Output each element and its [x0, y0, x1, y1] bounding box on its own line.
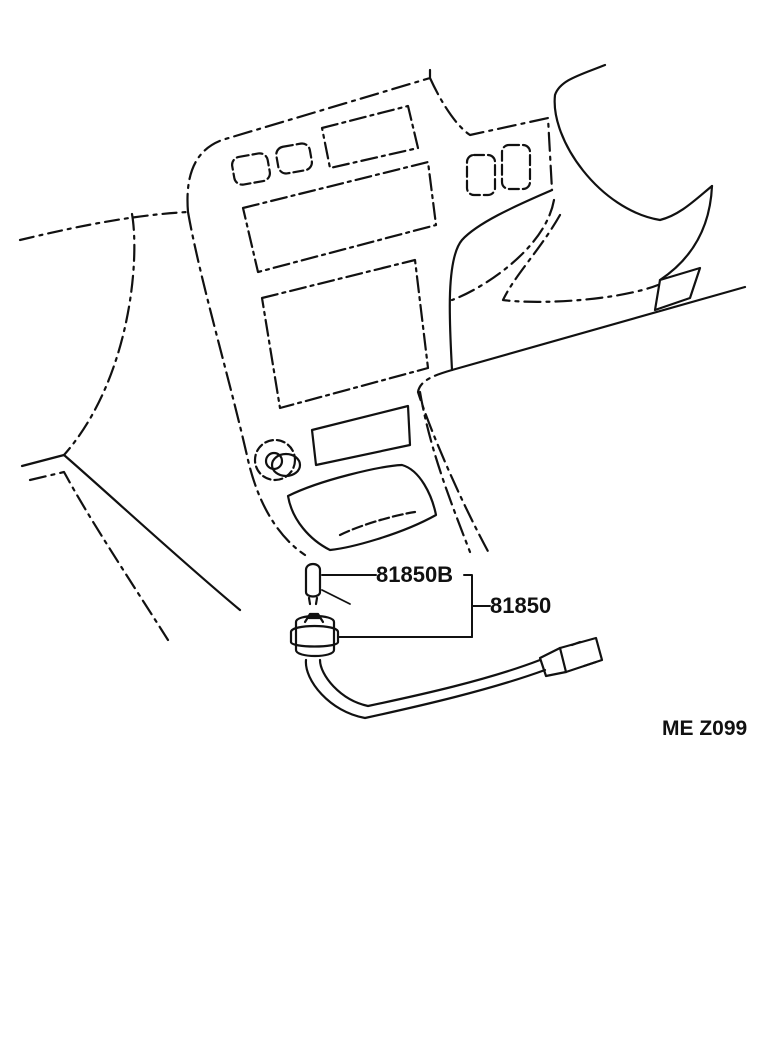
left-floor-line-2 — [28, 470, 170, 642]
callout-81850: 81850 — [490, 593, 552, 618]
console-center-line — [418, 390, 472, 554]
knob-cap — [264, 451, 284, 471]
socket-body — [294, 614, 336, 658]
callout-bracket — [463, 574, 491, 638]
dashboard-right-edge — [448, 188, 747, 372]
bulb-insert-line — [321, 589, 351, 605]
left-floor-line — [20, 453, 242, 612]
dash-panel-handle — [653, 266, 702, 312]
knob-outline — [253, 438, 297, 482]
center-lower-curve — [450, 198, 556, 302]
knob — [270, 452, 302, 478]
glovebox-curve — [553, 63, 714, 222]
vent-right-1 — [465, 153, 497, 197]
glovebox-edge — [658, 184, 714, 282]
socket-contacts — [303, 612, 325, 624]
vent-right-2 — [500, 143, 532, 191]
wire-harness-inner — [318, 658, 542, 708]
drawing-code: ME Z099 — [662, 717, 748, 740]
center-cluster-frame — [186, 68, 554, 557]
wire-harness — [304, 658, 547, 720]
connector — [538, 636, 604, 678]
vent-left-1 — [231, 152, 271, 186]
top-panel — [320, 104, 420, 170]
bulb-base — [307, 596, 319, 606]
vent-left-2 — [275, 142, 314, 175]
connector-latch — [558, 640, 598, 674]
bulb-shape — [304, 562, 322, 598]
console-tray-slot — [338, 510, 417, 537]
dashboard-right-lower — [416, 368, 492, 557]
switch-panel — [310, 404, 412, 467]
climate-panel — [260, 258, 430, 410]
callout-81850B: 81850B — [376, 562, 454, 587]
glovebox-lower — [501, 213, 660, 303]
socket-ring — [289, 624, 340, 648]
dashboard-left-edge — [18, 210, 190, 242]
console-tray — [286, 463, 438, 552]
left-panel-curve — [62, 212, 136, 457]
radio-panel — [241, 160, 438, 274]
